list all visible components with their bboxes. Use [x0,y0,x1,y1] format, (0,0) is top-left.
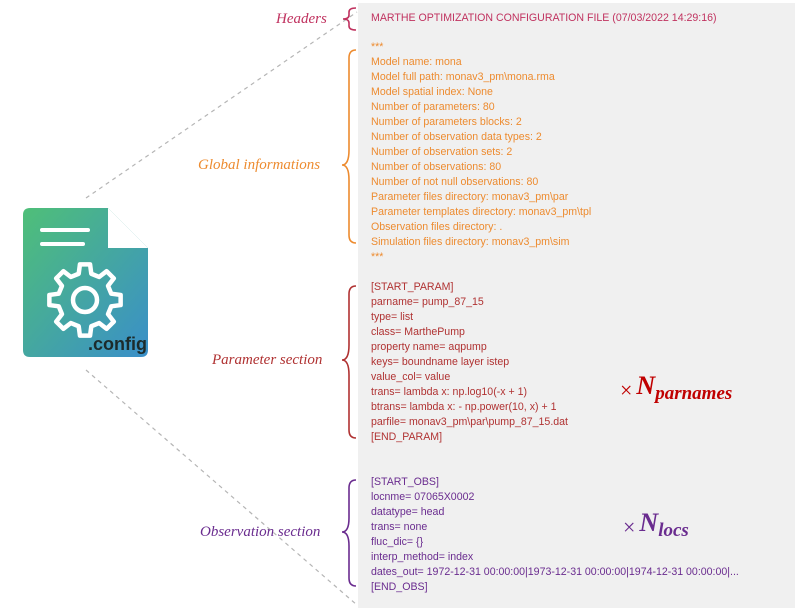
obs-line: interp_method= index [371,551,474,563]
param-line: btrans= lambda x: - np.power(10, x) + 1 [371,401,557,413]
obs-line: datatype= head [371,506,445,518]
global-line: Number of parameters: 80 [371,101,495,113]
global-line: *** [371,251,384,263]
global-line: Parameter files directory: monav3_pm\par [371,191,569,203]
config-file-panel [358,3,795,608]
param-line: type= list [371,311,414,323]
global-line: Number of parameters blocks: 2 [371,116,522,128]
global-line: Model name: mona [371,56,462,68]
param-line: parfile= monav3_pm\par\pump_87_15.dat [371,416,568,428]
param-line: keys= boundname layer istep [371,356,510,368]
obs-multiplier: × Nlocs [623,508,689,541]
obs-line: [START_OBS] [371,476,439,488]
perspective-line-bottom [85,369,358,606]
global-line: *** [371,41,384,53]
config-label: .config [88,334,147,354]
global-line: Model spatial index: None [371,86,493,98]
global-line: Number of not null observations: 80 [371,176,539,188]
global-brace [341,49,357,244]
obs-line: locnme= 07065X0002 [371,491,475,503]
obs-line: [END_OBS] [371,581,428,593]
obs-subscript: locs [658,520,689,541]
param-line: [START_PARAM] [371,281,454,293]
global-line: Number of observation data types: 2 [371,131,542,143]
global-line: Parameter templates directory: monav3_pm… [371,206,592,218]
observation-section-label: Observation section [200,524,321,540]
obs-N: N [639,508,659,537]
config-file-gear-icon [23,208,148,357]
obs-line: dates_out= 1972-12-31 00:00:00|1973-12-3… [371,566,739,578]
observation-brace [341,479,357,587]
param-subscript: parnames [655,383,733,404]
param-multiplier: × Nparnames [620,371,733,404]
header-line: MARTHE OPTIMIZATION CONFIGURATION FILE (… [371,12,717,24]
param-line: trans= lambda x: np.log10(-x + 1) [371,386,528,398]
obs-line: fluc_dic= {} [371,536,424,548]
param-times-symbol: × [620,377,633,403]
parameter-section-label: Parameter section [212,352,323,368]
global-line: Observation files directory: . [371,221,503,233]
global-line: Number of observation sets: 2 [371,146,513,158]
global-informations-label: Global informations [198,157,321,173]
perspective-line-top [85,11,358,199]
global-line: Model full path: monav3_pm\mona.rma [371,71,555,83]
headers-brace [342,7,357,31]
param-N: N [636,371,656,400]
param-line: [END_PARAM] [371,431,443,443]
param-line: class= MarthePump [371,326,465,338]
parameter-brace [341,285,357,439]
obs-line: trans= none [371,521,428,533]
obs-times-symbol: × [623,514,636,540]
param-line: parname= pump_87_15 [371,296,484,308]
headers-label: Headers [276,11,327,27]
global-line: Simulation files directory: monav3_pm\si… [371,236,570,248]
param-line: value_col= value [371,371,451,383]
param-line: property name= aqpump [371,341,487,353]
global-line: Number of observations: 80 [371,161,502,173]
